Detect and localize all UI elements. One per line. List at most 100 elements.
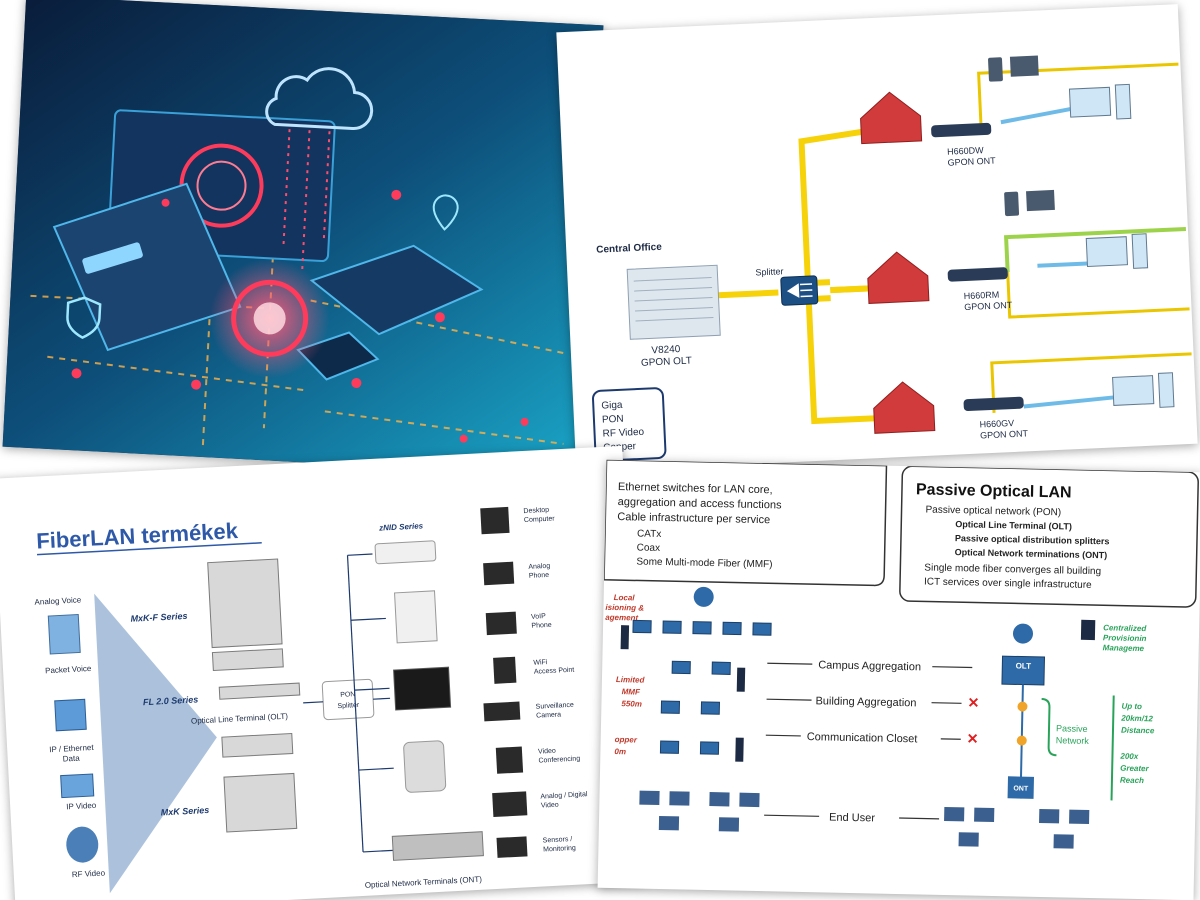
olt-label: Optical Line Terminal (OLT)	[191, 712, 289, 726]
ont2-type-label: GPON ONT	[964, 300, 1013, 312]
series-fl20: FL 2.0 Series	[143, 694, 199, 707]
ont-device-icon	[374, 540, 484, 861]
device-label: VoIP	[531, 613, 546, 621]
passive-optical-lan-box	[899, 465, 1199, 608]
passive-network-label: Passive	[1056, 723, 1088, 734]
olt-model-label: V8240	[651, 344, 681, 356]
input-data: Data	[63, 754, 81, 764]
pol-bullet: Passive optical network (PON)	[925, 504, 1061, 518]
traditional-lan-box	[603, 459, 888, 587]
ont3-model-label: H660GV	[979, 418, 1014, 430]
network-switch-icon	[632, 619, 772, 755]
series-mxkf: MxK-F Series	[130, 611, 187, 624]
series-mxk: MxK Series	[160, 805, 209, 818]
device-label: Analog	[528, 563, 550, 571]
cyber-illustration-art	[2, 0, 604, 477]
traditional-lan-sub: CATx	[637, 528, 661, 540]
pon-splitter-box	[321, 678, 375, 721]
router-icon	[693, 586, 714, 607]
splitter-icon	[1016, 701, 1028, 746]
pol-sub-bullet: Passive optical distribution splitters	[955, 533, 1110, 546]
pol-bullet: Single mode fiber converges all building	[924, 562, 1101, 577]
pol-sub-bullet: Optical Line Terminal (OLT)	[955, 519, 1072, 531]
x-mark-icon: ✕	[967, 694, 979, 710]
shield-icon	[66, 296, 102, 339]
desktop-pc-icon	[1068, 83, 1175, 408]
service-item: Giga	[601, 400, 623, 412]
splitter-icon	[780, 275, 819, 306]
device-label: Phone	[529, 572, 550, 580]
service-item: RF Video	[602, 427, 644, 440]
centralized-label: Manageme	[1103, 643, 1145, 653]
centralized-label: Provisionin	[1103, 633, 1147, 643]
traditional-lan-line: Cable infrastructure per service	[617, 511, 770, 526]
traditional-lan-sub: Coax	[637, 542, 661, 553]
person-icon	[1080, 619, 1096, 641]
device-label: Conferencing	[538, 755, 580, 764]
limited-mmf-label: Limited	[616, 675, 646, 685]
olt-chassis-icon	[207, 558, 301, 833]
left-red-label: agement	[605, 613, 638, 623]
pon-splitter-label: Splitter	[337, 702, 360, 710]
x-mark-icon: ✕	[967, 730, 979, 746]
gpon-network-diagram: Central Office V8240 GPON OLT Splitter	[556, 4, 1198, 472]
satellite-dish-icon	[66, 826, 99, 863]
workstation-icon	[944, 806, 1090, 849]
fiberlan-title: FiberLAN termékek	[36, 518, 240, 554]
greater-reach-label: Greater	[1120, 764, 1150, 774]
pon-splitter-label: PON	[340, 691, 356, 699]
reach-label: Up to	[1121, 702, 1142, 711]
router-icon	[1012, 623, 1033, 644]
pol-diagram-canvas: Ethernet switches for LAN core, aggregat…	[603, 459, 1199, 849]
location-pin-icon	[432, 194, 459, 231]
input-packet-voice: Packet Voice	[45, 664, 92, 675]
device-label: Video	[541, 802, 559, 810]
device-label: Phone	[531, 622, 552, 630]
device-label: Video	[538, 748, 556, 756]
level-label: Campus Aggregation	[818, 659, 921, 673]
device-label: Monitoring	[543, 845, 576, 854]
phone-icon	[47, 613, 81, 655]
ont3-type-label: GPON ONT	[980, 428, 1029, 440]
central-office-label: Central Office	[596, 242, 662, 256]
gpon-diagram-canvas: Central Office V8240 GPON OLT Splitter	[592, 55, 1192, 462]
device-label: WiFi	[533, 659, 548, 667]
workstation-icon	[639, 790, 760, 832]
input-rf-video: RF Video	[72, 868, 106, 879]
device-label: Sensors /	[543, 836, 573, 845]
services-box	[592, 387, 667, 462]
ont1-model-label: H660DW	[947, 145, 984, 157]
centralized-label: Centralized	[1103, 623, 1147, 633]
person-icon	[620, 625, 746, 762]
pol-sub-bullet: Optical Network terminations (ONT)	[955, 547, 1108, 560]
cloud-icon	[265, 67, 374, 130]
reach-label: 20km/12	[1120, 714, 1153, 724]
end-device-icon	[480, 506, 528, 858]
copper-label: opper	[615, 735, 638, 744]
olt-label: OLT	[1016, 661, 1032, 670]
limited-mmf-label: MMF	[622, 687, 642, 696]
reach-label: Distance	[1121, 726, 1155, 736]
traditional-lan-line: Ethernet switches for LAN core,	[618, 481, 773, 496]
passive-optical-lan-diagram: Ethernet switches for LAN core, aggregat…	[597, 459, 1200, 900]
olt-type-label: GPON OLT	[641, 356, 692, 369]
series-znid: zNID Series	[378, 521, 424, 532]
ethernet-switch-icon	[54, 698, 87, 732]
ont2-model-label: H660RM	[963, 290, 999, 302]
fiberlan-diagram-canvas: FiberLAN termékek Analog Voice Packet Vo…	[34, 506, 588, 894]
level-label: End User	[829, 812, 875, 825]
input-analog-voice: Analog Voice	[34, 595, 82, 606]
router-icon	[931, 122, 1024, 412]
device-label: Camera	[536, 711, 561, 719]
ont1-type-label: GPON ONT	[947, 156, 996, 168]
greater-reach-label: Reach	[1120, 776, 1144, 786]
left-red-label: isioning &	[605, 603, 644, 613]
device-label: Analog / Digital	[540, 791, 588, 800]
device-label: Surveillance	[536, 702, 575, 711]
pol-title: Passive Optical LAN	[916, 481, 1072, 501]
splitter-label: Splitter	[755, 266, 783, 277]
input-ip-ethernet: IP / Ethernet	[49, 743, 95, 754]
fiberlan-products-diagram: FiberLAN termékek Analog Voice Packet Vo…	[0, 445, 645, 900]
mobile-device-icon	[988, 55, 1055, 217]
device-label: Access Point	[534, 667, 575, 676]
